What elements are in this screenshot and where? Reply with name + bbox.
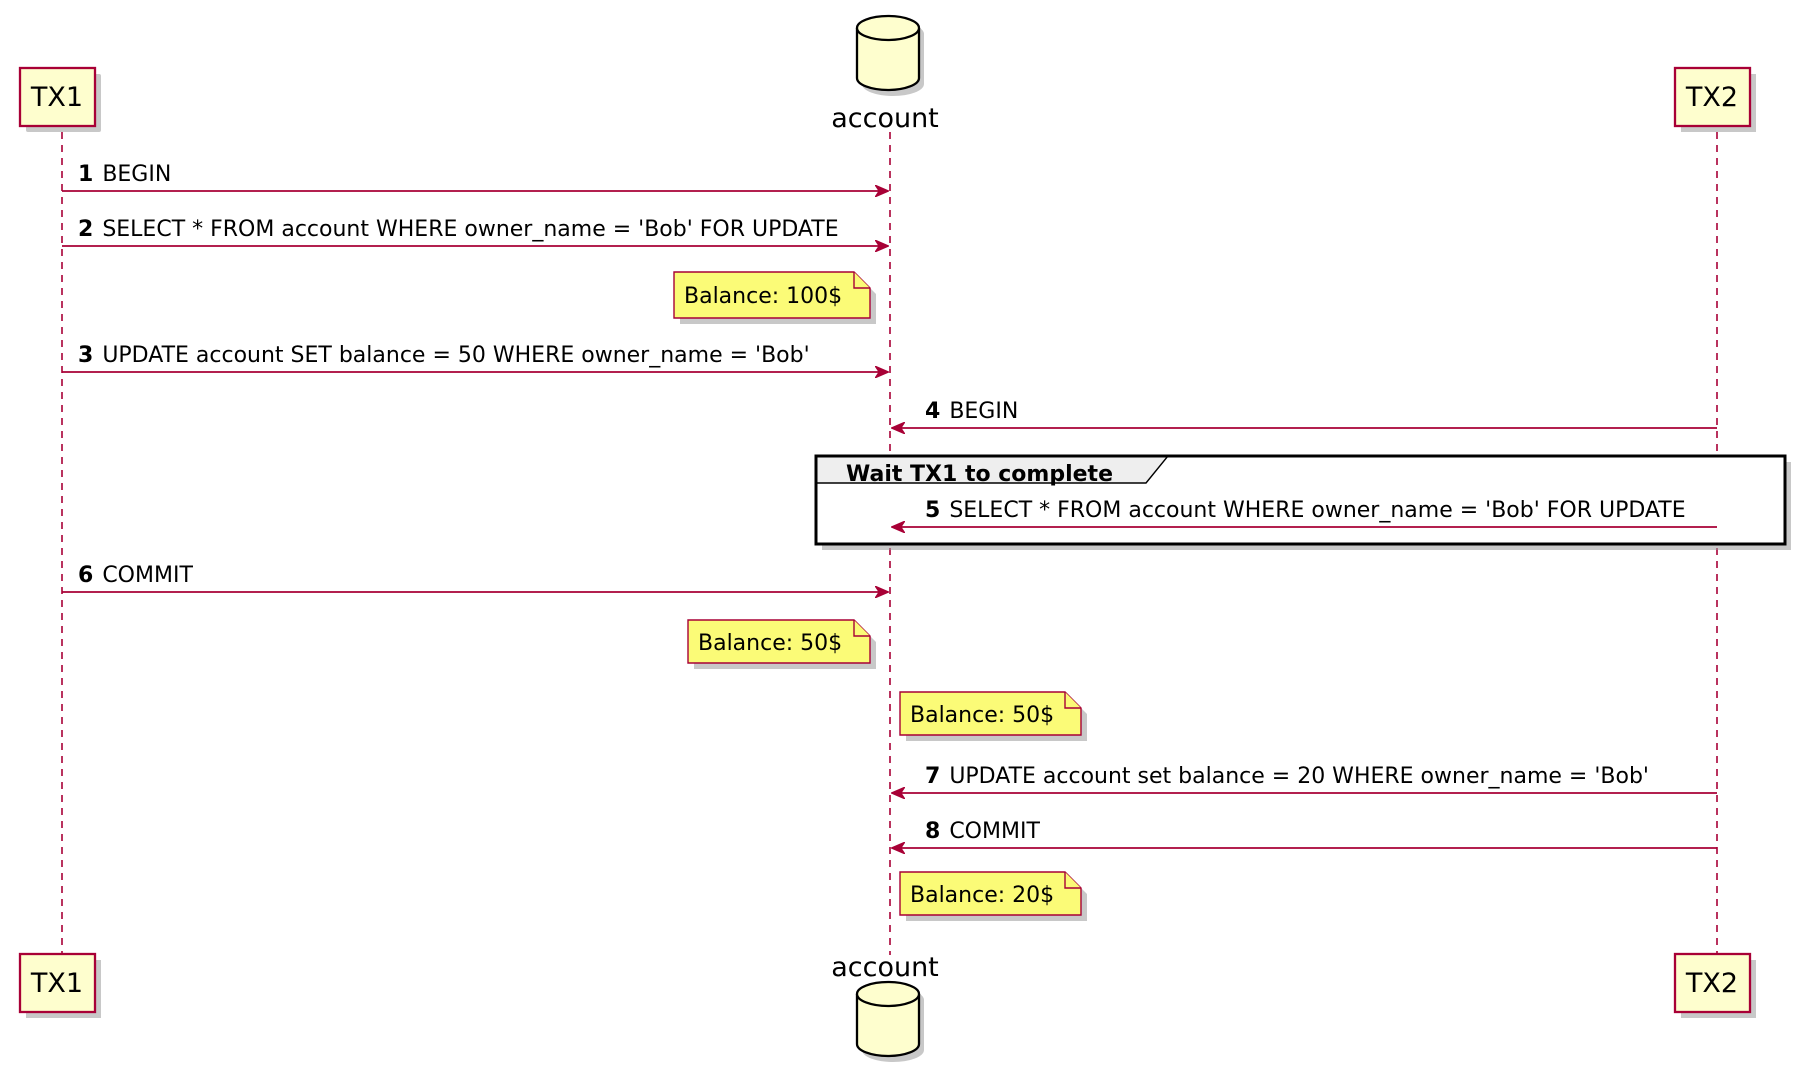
- message-number: 6: [78, 563, 93, 588]
- message-5: 5 SELECT * FROM account WHERE owner_name …: [892, 498, 1717, 527]
- group-wait-frame: Wait TX1 to complete: [814, 454, 1791, 550]
- participant-label: TX2: [1685, 82, 1738, 113]
- message-text: COMMIT: [949, 819, 1040, 844]
- message-4: 4 BEGIN: [892, 399, 1717, 428]
- note-balance-3: Balance: 50$: [899, 691, 1087, 741]
- message-number: 2: [78, 217, 93, 242]
- participant-account-top: account: [831, 14, 939, 134]
- message-number: 4: [925, 399, 940, 424]
- note-balance-2: Balance: 50$: [687, 619, 876, 669]
- message-7: 7 UPDATE account set balance = 20 WHERE o…: [892, 764, 1717, 793]
- note-text: Balance: 20$: [910, 883, 1054, 908]
- message-1: 1 BEGIN: [62, 162, 888, 191]
- message-6: 6 COMMIT: [62, 563, 888, 592]
- participant-label: account: [831, 103, 939, 134]
- participant-label: TX1: [30, 82, 83, 113]
- database-icon: [855, 14, 924, 96]
- message-3: 3 UPDATE account SET balance = 50 WHERE o…: [62, 343, 888, 372]
- participant-tx1-top: TX1: [18, 66, 101, 132]
- group-title: Wait TX1 to complete: [846, 462, 1113, 487]
- message-2: 2 SELECT * FROM account WHERE owner_name …: [62, 217, 888, 246]
- participant-tx2-bottom: TX2: [1673, 952, 1756, 1018]
- message-text: UPDATE account SET balance = 50 WHERE ow…: [102, 343, 809, 368]
- note-balance-4: Balance: 20$: [899, 871, 1087, 921]
- database-icon: [855, 980, 924, 1062]
- note-balance-1: Balance: 100$: [673, 271, 876, 324]
- participant-label: TX2: [1685, 968, 1738, 999]
- participant-tx1-bottom: TX1: [18, 952, 101, 1018]
- message-text: UPDATE account set balance = 20 WHERE ow…: [949, 764, 1649, 789]
- participant-label: TX1: [30, 968, 83, 999]
- message-number: 1: [78, 162, 93, 187]
- note-text: Balance: 50$: [910, 703, 1054, 728]
- message-text: COMMIT: [102, 563, 193, 588]
- participant-label: account: [831, 952, 939, 983]
- message-text: SELECT * FROM account WHERE owner_name =…: [102, 217, 838, 242]
- message-text: BEGIN: [949, 399, 1018, 424]
- participant-account-bottom: account: [831, 952, 939, 1062]
- note-text: Balance: 100$: [684, 284, 842, 309]
- message-number: 8: [925, 819, 940, 844]
- participant-tx2-top: TX2: [1673, 66, 1756, 132]
- message-text: SELECT * FROM account WHERE owner_name =…: [949, 498, 1685, 523]
- note-text: Balance: 50$: [698, 631, 842, 656]
- message-number: 7: [925, 764, 940, 789]
- message-number: 5: [925, 498, 940, 523]
- message-text: BEGIN: [102, 162, 171, 187]
- message-number: 3: [78, 343, 93, 368]
- message-8: 8 COMMIT: [892, 819, 1717, 848]
